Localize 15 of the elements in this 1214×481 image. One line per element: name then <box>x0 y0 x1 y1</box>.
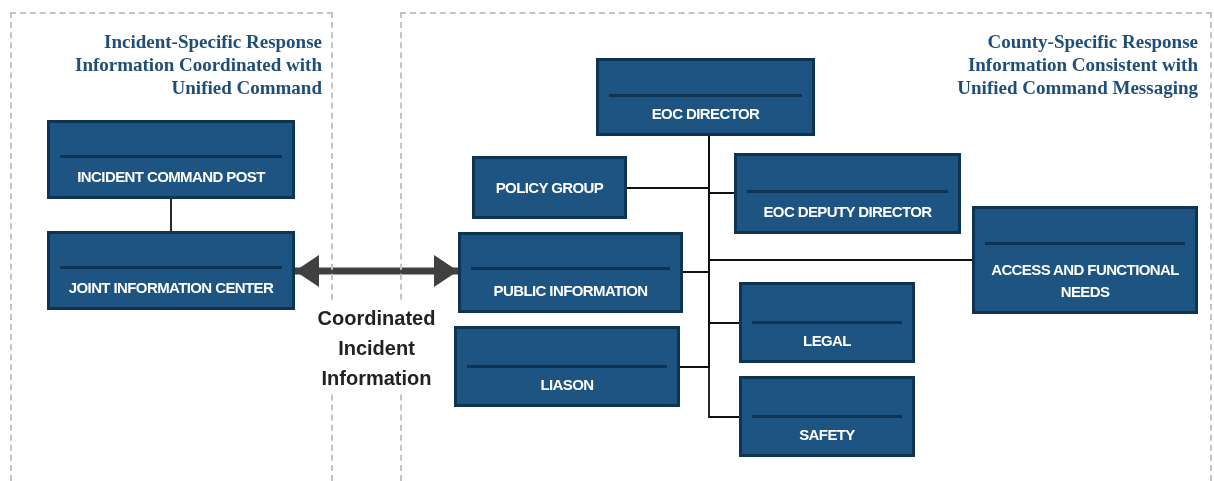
role-box: EOC DIRECTOR <box>596 58 815 136</box>
region-heading: Incident-Specific Response Information Coordinated with Unified Command <box>74 30 322 99</box>
role-box: JOINT INFORMATION CENTER <box>47 231 295 310</box>
role-box: INCIDENT COMMAND POST <box>47 120 295 199</box>
connector-line <box>708 135 740 418</box>
role-box: PUBLIC INFORMATION <box>458 232 683 313</box>
role-box: SAFETY <box>739 376 915 457</box>
role-box: POLICY GROUP <box>472 156 627 219</box>
connector-line <box>170 198 172 232</box>
double-arrow <box>295 255 458 287</box>
role-box: LEGAL <box>739 282 915 363</box>
role-box: LIASON <box>454 326 680 407</box>
role-box: EOC DEPUTY DIRECTOR <box>734 153 961 234</box>
role-box: ACCESS AND FUNCTIONAL NEEDS <box>972 206 1198 314</box>
region-heading: County-Specific Response Information Consistent with Unified Command Messaging <box>956 30 1198 99</box>
